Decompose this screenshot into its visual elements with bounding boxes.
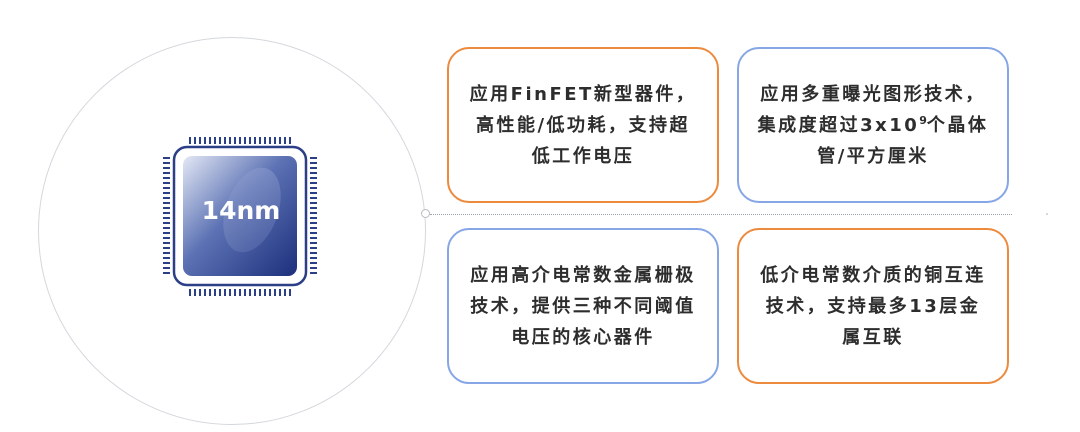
end-dot [1046,213,1048,215]
chip-label: 14nm [201,196,281,225]
chip-pins-left [163,157,170,274]
card-line: 集成度超过3x109个晶体 [758,110,989,141]
card-line: 应用高介电常数金属栅极 [470,264,696,286]
chip-pins-bottom [189,289,291,296]
feature-card-high-k-metal-gate: 应用高介电常数金属栅极 技术，提供三种不同阈值 电压的核心器件 [447,228,719,384]
card-line: 属互联 [842,326,904,348]
card-line: 应用FinFET新型器件， [469,83,697,105]
card-line: 低工作电压 [531,145,635,167]
card-line-part: 个晶体 [926,114,989,136]
card-line: 电压的核心器件 [511,326,655,348]
feature-card-text: 应用FinFET新型器件， 高性能/低功耗，支持超 低工作电压 [470,79,697,172]
chip-icon [163,137,317,296]
chip-pins-right [310,157,317,274]
feature-card-text: 应用高介电常数金属栅极 技术，提供三种不同阈值 电压的核心器件 [470,260,696,353]
feature-card-finfet: 应用FinFET新型器件， 高性能/低功耗，支持超 低工作电压 [447,47,719,203]
chip-ellipse [223,167,281,253]
card-line: 管/平方厘米 [817,145,929,167]
feature-card-multi-patterning: 应用多重曝光图形技术， 集成度超过3x109个晶体 管/平方厘米 [737,47,1009,203]
feature-card-text: 低介电常数介质的铜互连 技术，支持最多13层金 属互联 [760,260,986,353]
card-line: 技术，支持最多13层金 [765,295,981,317]
dotted-divider [430,214,1012,215]
card-line: 应用多重曝光图形技术， [760,83,986,105]
card-line-part: 集成度超过3x10 [757,114,920,136]
chip-pins-top [189,137,291,144]
exponent: 9 [919,113,927,127]
feature-card-text: 应用多重曝光图形技术， 集成度超过3x109个晶体 管/平方厘米 [758,79,989,172]
card-line: 技术，提供三种不同阈值 [470,295,696,317]
connector-dot [421,209,430,218]
card-line: 高性能/低功耗，支持超 [475,114,691,136]
feature-card-copper-interconnect: 低介电常数介质的铜互连 技术，支持最多13层金 属互联 [737,228,1009,384]
card-line: 低介电常数介质的铜互连 [760,264,986,286]
